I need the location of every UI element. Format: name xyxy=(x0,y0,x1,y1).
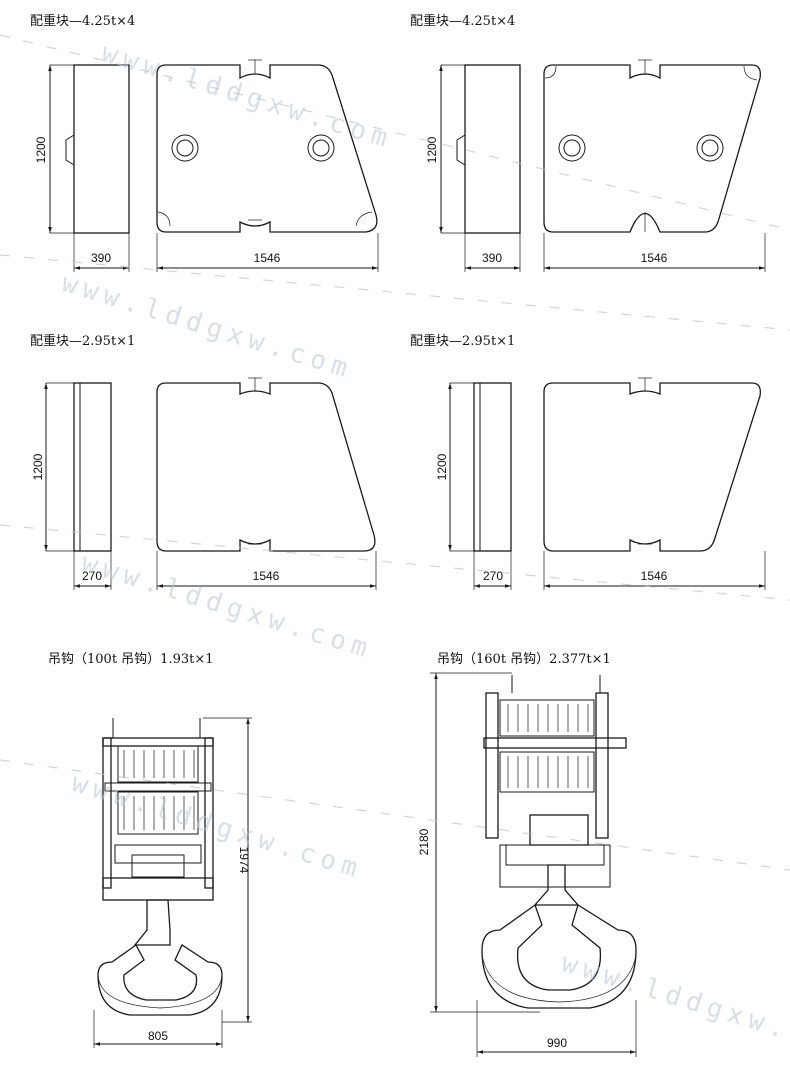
hook-2-caption: 吊钩（160t 吊钩）2.377t×1 xyxy=(437,652,611,667)
panel-4-front-width-dim: 1546 xyxy=(641,569,668,583)
panel-3-side-view: 1200 270 xyxy=(31,382,112,590)
hook-1-width-dim: 805 xyxy=(148,1029,168,1043)
panel-3-side-width-dim: 270 xyxy=(82,569,102,583)
hook-1-height-dim: 1974 xyxy=(237,847,251,874)
panel-2-side-view: 1200 390 xyxy=(425,64,521,272)
watermark-text-5: www.lddgxw.com xyxy=(558,948,790,1065)
hook-block-160t: 吊钩（160t 吊钩）2.377t×1 2180 990 xyxy=(417,652,637,1057)
panel-3-height-dim: 1200 xyxy=(31,453,45,480)
panel-3-front-width-dim: 1546 xyxy=(253,569,280,583)
panel-2-front-view: 1546 xyxy=(543,59,766,272)
panel-1-front-width-dim: 1546 xyxy=(254,251,281,265)
hook-2-upper-sheaves xyxy=(499,699,595,737)
hook-1-lower-sheaves xyxy=(117,791,199,835)
hook-1-upper-sheaves xyxy=(104,745,212,792)
watermark-text-4: www.lddgxw.com xyxy=(68,768,367,885)
panel-2-front-width-dim: 1546 xyxy=(641,251,668,265)
watermark-text-2: www.lddgxw.com xyxy=(58,268,357,385)
counterweight-panel-4: 配重块—2.95t×1 1200 270 1546 xyxy=(410,333,766,590)
panel-1-side-view: 1200 390 xyxy=(34,64,130,272)
hook-2-lower-sheaves xyxy=(499,751,595,793)
hook-2-width-dim: 990 xyxy=(547,1036,567,1050)
panel-4-side-view: 1200 270 xyxy=(435,382,512,590)
panel-4-side-width-dim: 270 xyxy=(483,569,503,583)
hook-block-100t: 吊钩（100t 吊钩）1.93t×1 1974 xyxy=(48,652,252,1048)
watermark: www.lddgxw.com www.lddgxw.com www.lddgxw… xyxy=(0,34,790,1065)
panel-1-caption: 配重块—4.25t×4 xyxy=(30,13,135,29)
panel-4-height-dim: 1200 xyxy=(435,453,449,480)
panel-1-front-view: 1546 xyxy=(156,59,379,272)
panel-2-height-dim: 1200 xyxy=(425,136,439,163)
panel-3-front-view: 1546 xyxy=(156,377,377,590)
watermark-text-1: www.lddgxw.com xyxy=(98,38,397,155)
panel-2-caption: 配重块—4.25t×4 xyxy=(410,13,515,29)
panel-1-side-width-dim: 390 xyxy=(91,251,111,265)
panel-4-caption: 配重块—2.95t×1 xyxy=(410,333,515,349)
panel-1-height-dim: 1200 xyxy=(34,136,48,163)
counterweight-panel-3: 配重块—2.95t×1 1200 270 1546 xyxy=(30,333,377,590)
watermark-text-3: www.lddgxw.com xyxy=(78,548,377,665)
counterweight-panel-1: 配重块—4.25t×4 1200 390 xyxy=(30,13,379,272)
hook-1-caption: 吊钩（100t 吊钩）1.93t×1 xyxy=(48,652,214,667)
hook-2-height-dim: 2180 xyxy=(417,828,431,855)
panel-4-front-view: 1546 xyxy=(543,377,766,590)
counterweight-panel-2: 配重块—4.25t×4 1200 390 1546 xyxy=(410,13,766,272)
panel-2-side-width-dim: 390 xyxy=(482,251,502,265)
panel-3-caption: 配重块—2.95t×1 xyxy=(30,333,135,349)
